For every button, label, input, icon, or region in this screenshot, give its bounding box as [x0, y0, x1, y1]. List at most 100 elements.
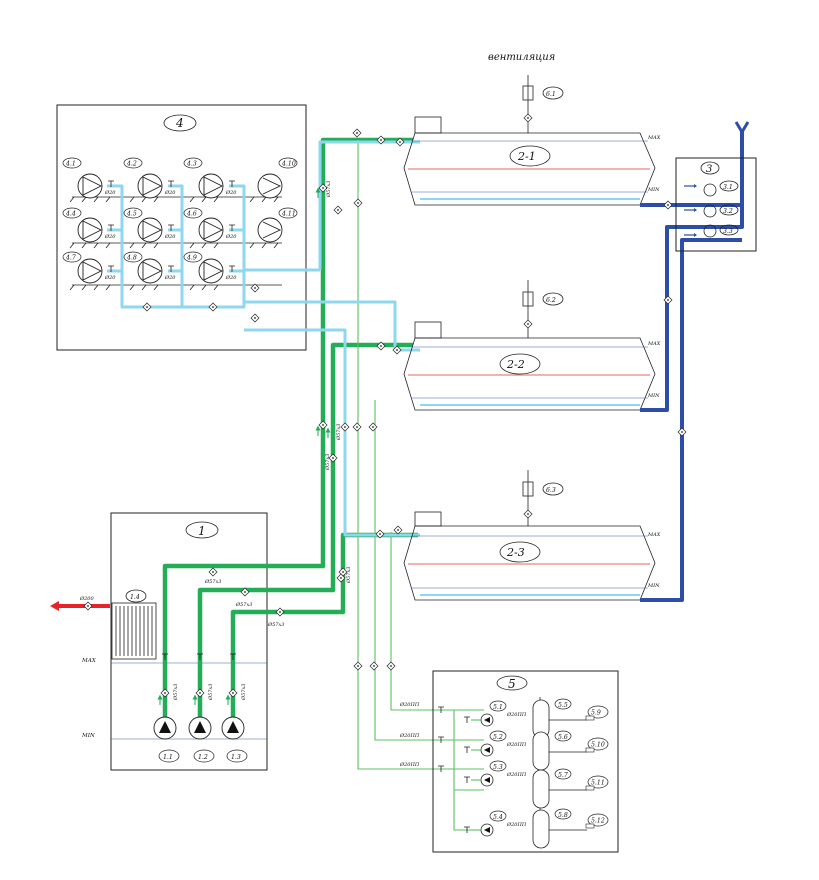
tank-2-1-label: 2-1 — [517, 150, 536, 163]
pump-tag-1-1: 1.1 — [163, 754, 173, 761]
block-5-dosing: 5 — [432, 670, 619, 853]
pipe-size-label: Ø20 — [164, 274, 176, 281]
block-4-title: 4 — [175, 116, 184, 130]
pump-4-3 — [183, 157, 224, 199]
pipe-size-label: Ø20ПП — [399, 732, 420, 739]
pump-tag-4-2: 4.2 — [126, 161, 137, 168]
pipe-size-label: Ø20ПП — [399, 761, 420, 768]
pump-tag-4-4: 4.4 — [65, 211, 76, 218]
pump-tag-1-3: 1.3 — [231, 754, 241, 761]
pipe-size-label: Ø57x3 — [345, 567, 352, 584]
dosing-pump-tag-5-3: 5.3 — [493, 764, 503, 771]
meter-5-10 — [585, 737, 609, 753]
pipe-size-label: Ø20 — [164, 189, 176, 196]
pipe-size-label: Ø57x3 — [335, 424, 342, 441]
block-3-item-1: 3.1 — [723, 184, 733, 191]
pump-4-4 — [62, 207, 103, 243]
pipe-size-label: Ø20ПП — [506, 711, 527, 718]
dosing-tank-5-7 — [532, 768, 572, 809]
dosing-pump-5-3 — [480, 760, 507, 787]
dosing-tank-tag-5-6: 5.6 — [558, 734, 568, 741]
pipe-size-label: Ø57x3 — [207, 684, 214, 701]
pipe-size-label: Ø20 — [164, 233, 176, 240]
tank-2-2-label: 2-2 — [506, 358, 525, 371]
pipe-size-label: Ø20 — [104, 189, 116, 196]
tank-2-2-max: MAX — [647, 341, 661, 347]
tank-2-3-min: MIN — [647, 583, 660, 589]
pump-1-1 — [153, 716, 180, 763]
pipe-size-label: Ø20 — [104, 233, 116, 240]
vent-tag-6-2: 6.2 — [546, 297, 556, 304]
block-1-min: MIN — [81, 733, 96, 739]
pump-4-10 — [257, 157, 298, 199]
pump-tag-4-10: 4.10 — [281, 161, 296, 168]
pump-tag-4-1: 4.1 — [65, 161, 76, 168]
vent-tag-6-3: 6.3 — [546, 487, 556, 494]
pipe-size-label: Ø57x3 — [324, 454, 331, 471]
pipe-size-label: Ø20ПП — [506, 821, 527, 828]
pipe-size-label: Ø57x3 — [267, 621, 284, 628]
tank-2-1-max: MAX — [647, 135, 661, 141]
dosing-pump-tag-5-4: 5.4 — [493, 814, 503, 821]
pump-4-2 — [123, 157, 163, 199]
meter-tag-5-9: 5.9 — [591, 710, 601, 717]
pump-tag-4-8: 4.8 — [126, 255, 137, 262]
tank-2-3-label: 2-3 — [506, 546, 525, 559]
dynamic-layer: 4.1Ø204.2Ø204.3Ø204.104.4Ø204.5Ø204.6Ø20… — [62, 113, 697, 849]
dosing-pump-5-1 — [480, 700, 507, 727]
pipe-size-label: Ø57x3 — [240, 684, 247, 701]
pump-4-6 — [183, 207, 224, 243]
pipe-size-label: Ø20 — [225, 274, 237, 281]
dosing-tank-5-5 — [532, 698, 572, 739]
tank-2-2: 2-2 MAX MIN — [403, 321, 661, 411]
pump-tag-1-2: 1.2 — [198, 754, 208, 761]
meter-tag-5-11: 5.11 — [591, 780, 605, 787]
pump-tag-4-9: 4.9 — [186, 255, 197, 262]
pipe-size-label: Ø20ПП — [506, 741, 527, 748]
dosing-tank-tag-5-5: 5.5 — [558, 702, 568, 709]
tank-2-2-min: MIN — [647, 393, 660, 399]
pump-tag-4-5: 4.5 — [126, 211, 137, 218]
block-1-title: 1 — [198, 524, 206, 538]
pump-4-1 — [62, 157, 103, 199]
pump-4-9 — [183, 251, 224, 284]
block-5-title: 5 — [508, 677, 516, 691]
dosing-pump-tag-5-1: 5.1 — [493, 704, 503, 711]
block-3: 3 3.1 3.2 3.3 — [675, 157, 757, 252]
block-1-pump-station: 1 1.4 MAX MIN Ø200 — [50, 512, 268, 771]
dosing-pump-5-2 — [480, 730, 507, 757]
ventilation-label: вентиляция — [488, 52, 555, 63]
dosing-tank-5-8 — [532, 808, 572, 849]
pump-4-5 — [123, 207, 163, 243]
block-3-title: 3 — [706, 164, 712, 175]
pipe-size-label: Ø20ПП — [399, 701, 420, 708]
block-3-item-3: 3.3 — [723, 228, 733, 235]
pump-tag-4-7: 4.7 — [65, 255, 76, 262]
meter-5-12 — [585, 813, 609, 829]
dosing-pump-tag-5-2: 5.2 — [493, 734, 503, 741]
pipe-size-label: Ø57x3 — [204, 578, 221, 585]
dosing-tank-tag-5-7: 5.7 — [558, 772, 568, 779]
drain-pipes — [640, 121, 750, 602]
tank-2-3-max: MAX — [647, 532, 661, 538]
pump-tag-4-3: 4.3 — [186, 161, 197, 168]
filter-tag: 1.4 — [130, 594, 140, 601]
pipe-size-label: Ø57x3 — [172, 684, 179, 701]
pump-4-8 — [123, 251, 163, 284]
vent-tag-6-1: 6.1 — [546, 91, 556, 98]
tank-2-3: 2-3 MAX MIN — [403, 511, 661, 601]
ventilation: вентиляция 6.1 6.2 6.3 — [488, 52, 564, 526]
inlet-size: Ø200 — [79, 595, 94, 602]
pipe-size-label: Ø57x3 — [325, 181, 332, 198]
dosing-tank-tag-5-8: 5.8 — [558, 812, 568, 819]
dosing-lines — [357, 140, 454, 770]
pipe-size-label: Ø20 — [225, 233, 237, 240]
pump-1-2 — [188, 716, 215, 763]
meter-tag-5-10: 5.10 — [591, 742, 605, 749]
pipe-size-label: Ø57x3 — [235, 601, 252, 608]
meter-5-11 — [585, 775, 609, 791]
pump-1-3 — [221, 716, 248, 763]
pipe-size-label: Ø20ПП — [506, 771, 527, 778]
pipe-size-label: Ø20 — [104, 274, 116, 281]
